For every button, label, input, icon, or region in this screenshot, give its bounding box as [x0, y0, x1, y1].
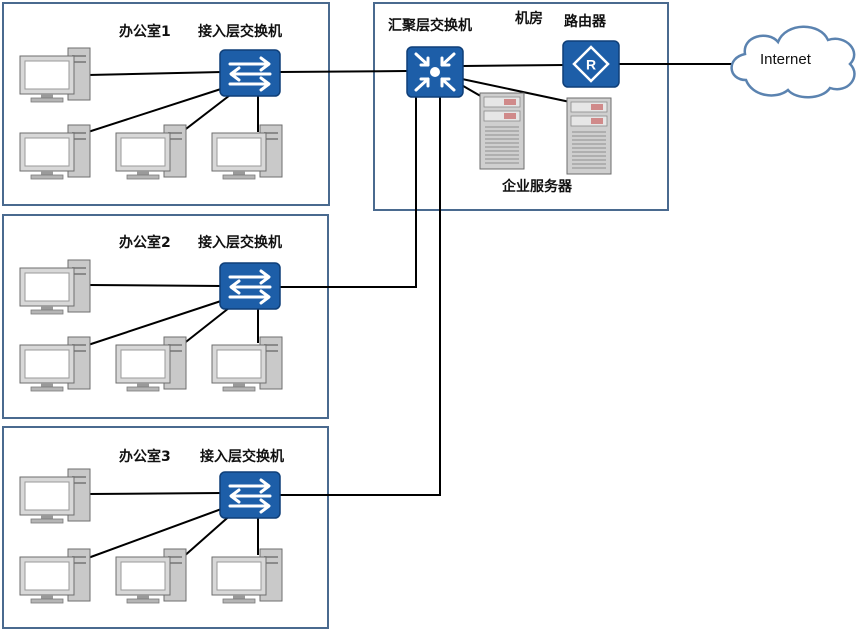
office-2-label: 办公室2	[119, 235, 171, 251]
office-2-pc-4	[211, 336, 283, 392]
office-3-switch-label: 接入层交换机	[200, 449, 284, 465]
office-2-switch-label: 接入层交换机	[198, 235, 282, 251]
server-room-title: 机房	[515, 11, 543, 27]
office-3-pc-2	[19, 548, 91, 604]
office-3-label: 办公室3	[119, 449, 171, 465]
office-1-access-switch-icon	[218, 48, 282, 98]
server-room-box	[373, 2, 669, 211]
office-1-pc-3	[115, 124, 187, 180]
core-switch-label: 汇聚层交换机	[388, 18, 472, 34]
cloud-icon	[730, 25, 856, 99]
router-label: 路由器	[564, 14, 606, 30]
office-2-pc-1	[19, 259, 91, 315]
office-2-box	[2, 214, 329, 419]
server-icon	[479, 92, 525, 170]
core-switch-icon	[406, 46, 464, 98]
office-1-label: 办公室1	[119, 24, 171, 40]
internet-label: Internet	[760, 51, 811, 68]
svg-text:R: R	[586, 57, 596, 73]
router-icon: R	[562, 40, 620, 88]
servers-label: 企业服务器	[502, 179, 572, 195]
office-3-box	[2, 426, 329, 629]
office-2-pc-2	[19, 336, 91, 392]
office-1-box	[2, 2, 330, 206]
office-1-pc-4	[211, 124, 283, 180]
office-2-access-switch-icon	[218, 261, 282, 311]
office-1-pc-2	[19, 124, 91, 180]
office-3-pc-4	[211, 548, 283, 604]
office-1-switch-label: 接入层交换机	[198, 24, 282, 40]
office-3-access-switch-icon	[218, 470, 282, 520]
office-2-pc-3	[115, 336, 187, 392]
server-icon	[566, 97, 612, 175]
office-3-pc-1	[19, 468, 91, 524]
network-links	[87, 63, 738, 559]
office-1-pc-1	[19, 47, 91, 103]
office-3-pc-3	[115, 548, 187, 604]
